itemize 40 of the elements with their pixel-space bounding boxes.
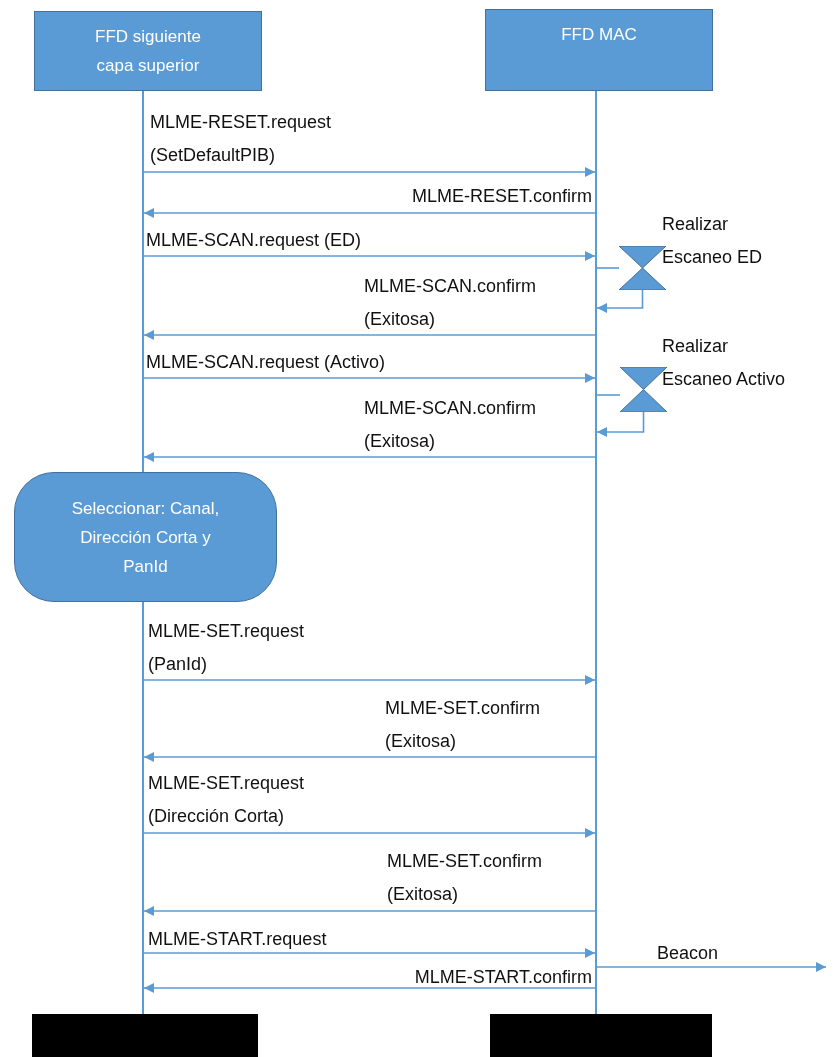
connector-line bbox=[596, 394, 621, 396]
message-arrow bbox=[596, 962, 827, 972]
lifeline bbox=[595, 91, 597, 1014]
message-arrow bbox=[143, 675, 596, 685]
message-arrow bbox=[143, 330, 596, 340]
lifeline bbox=[142, 91, 144, 472]
message-label: MLME-SCAN.request (Activo) bbox=[146, 351, 387, 374]
message-label: MLME-SET.confirm (Exitosa) bbox=[387, 850, 544, 906]
message-arrow bbox=[143, 828, 596, 838]
message-label: MLME-RESET.confirm bbox=[410, 185, 592, 208]
message-arrow bbox=[143, 983, 596, 993]
lifeline-end-box bbox=[32, 1014, 258, 1057]
message-label: MLME-SET.request (Dirección Corta) bbox=[148, 772, 306, 828]
message-label: MLME-SCAN.request (ED) bbox=[146, 229, 363, 252]
step-note: Realizar Escaneo ED bbox=[662, 213, 764, 269]
message-arrow bbox=[143, 948, 596, 958]
step-note: Realizar Escaneo Activo bbox=[662, 335, 787, 391]
message-arrow bbox=[143, 373, 596, 383]
lifeline-header-box: FFD MAC bbox=[485, 9, 713, 91]
message-arrow bbox=[143, 752, 596, 762]
message-arrow bbox=[143, 167, 596, 177]
return-arrow bbox=[596, 411, 645, 437]
message-label: Beacon bbox=[657, 942, 720, 965]
connector-line bbox=[596, 267, 620, 269]
message-arrow bbox=[143, 906, 596, 916]
lifeline-header-box: FFD siguiente capa superior bbox=[34, 11, 262, 91]
return-arrow bbox=[596, 289, 644, 313]
lifeline-end-box bbox=[490, 1014, 712, 1057]
message-label: MLME-SET.request (PanId) bbox=[148, 620, 306, 676]
message-arrow bbox=[143, 208, 596, 218]
message-arrow bbox=[143, 251, 596, 261]
message-label: MLME-RESET.request (SetDefaultPIB) bbox=[150, 111, 333, 167]
lifeline bbox=[142, 602, 144, 1014]
message-label: MLME-SET.confirm (Exitosa) bbox=[385, 697, 542, 753]
message-label: MLME-START.confirm bbox=[413, 966, 592, 989]
process-box: Seleccionar: Canal, Dirección Corta y PanId bbox=[14, 472, 277, 602]
message-label: MLME-SCAN.confirm (Exitosa) bbox=[364, 397, 538, 453]
message-label: MLME-SCAN.confirm (Exitosa) bbox=[364, 275, 538, 331]
message-label: MLME-START.request bbox=[148, 928, 328, 951]
message-arrow bbox=[143, 452, 596, 462]
